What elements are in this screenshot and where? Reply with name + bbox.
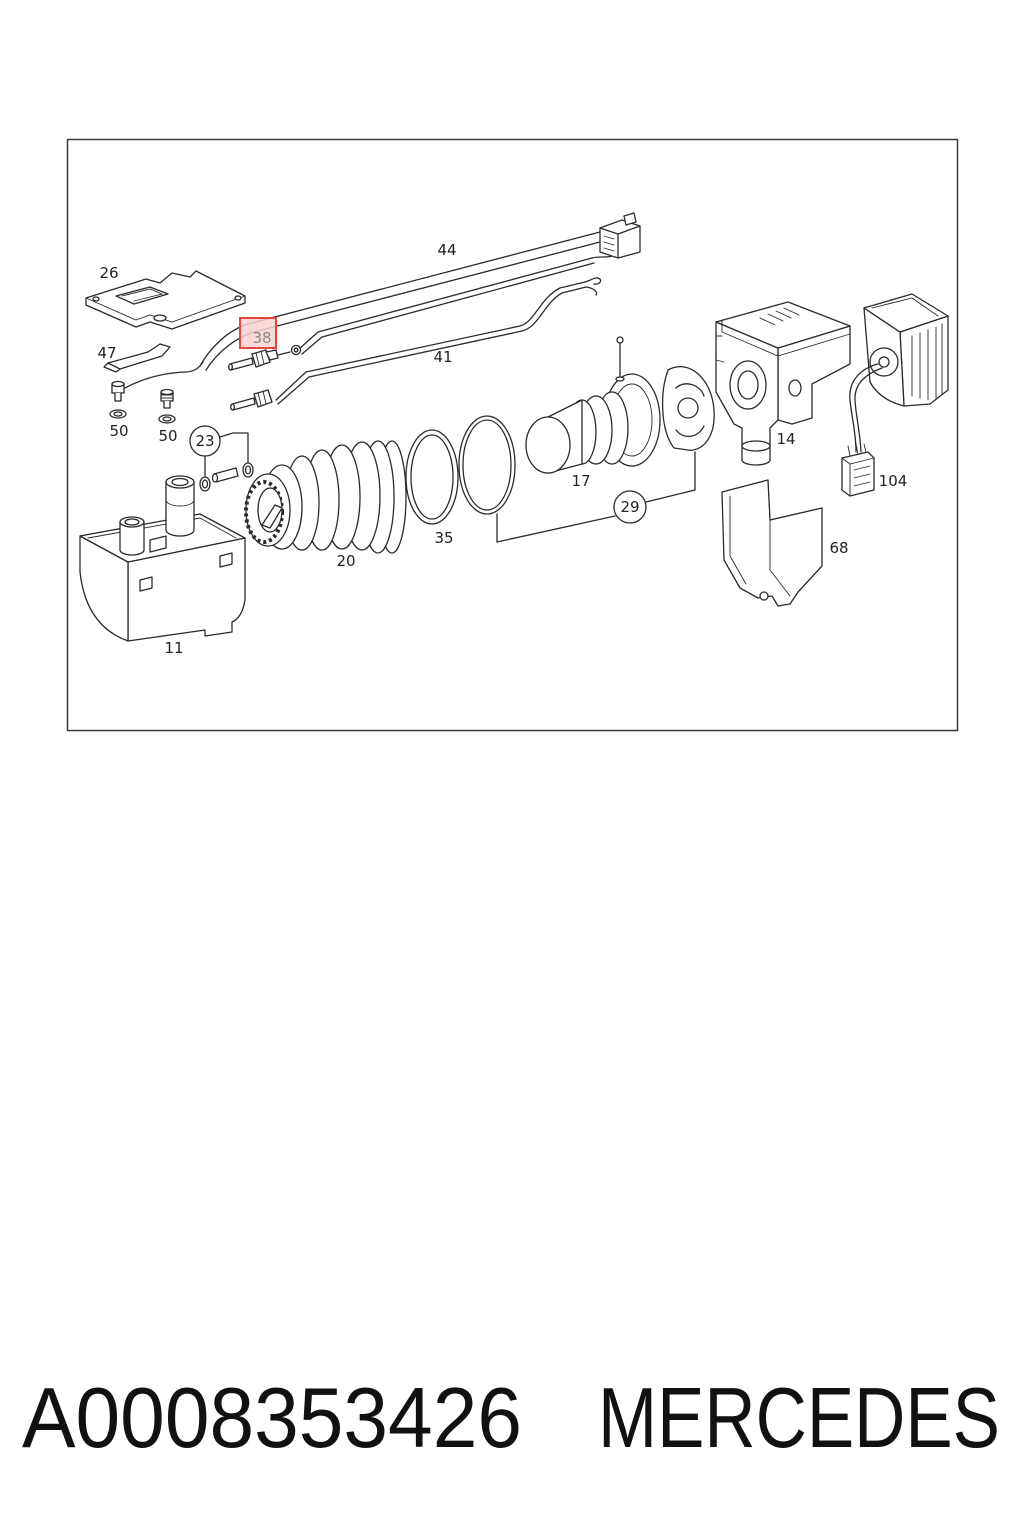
part-35-o-ring bbox=[405, 429, 459, 525]
part-23-seal-kit bbox=[189, 425, 254, 492]
callout-68: 68 bbox=[829, 539, 848, 557]
callout-44: 44 bbox=[437, 241, 456, 259]
part-38-sensor bbox=[228, 344, 302, 371]
callout-14: 14 bbox=[776, 430, 795, 448]
callout-11: 11 bbox=[164, 639, 183, 657]
harness-connector-plug bbox=[599, 212, 641, 259]
callout-104: 104 bbox=[879, 472, 908, 490]
part-26-cover-plate bbox=[85, 270, 246, 330]
callout-29-circle bbox=[613, 490, 647, 524]
part-17-combustion-tube bbox=[525, 336, 629, 474]
callout-47: 47 bbox=[97, 344, 116, 362]
callout-38: 38 bbox=[252, 329, 271, 347]
callout-20: 20 bbox=[336, 552, 355, 570]
gasket-plate bbox=[661, 366, 715, 451]
callout-38-highlight-box bbox=[239, 317, 277, 349]
part-104-fan-motor bbox=[849, 293, 949, 453]
part-50-screw-right bbox=[158, 388, 176, 424]
callout-26: 26 bbox=[99, 264, 118, 282]
callout-17: 17 bbox=[571, 472, 590, 490]
part-20-burner-body bbox=[244, 440, 407, 554]
part-50-screw-left bbox=[109, 380, 127, 419]
part-47-bracket bbox=[103, 343, 171, 373]
ground-wire bbox=[124, 361, 204, 389]
callout-35: 35 bbox=[434, 529, 453, 547]
callout-29-bracket bbox=[496, 451, 696, 543]
part-104-plug-connector bbox=[841, 443, 875, 497]
callout-41: 41 bbox=[433, 348, 452, 366]
callout-29: 29 bbox=[620, 498, 639, 516]
part-14-blower-housing bbox=[715, 301, 851, 466]
callout-50-right: 50 bbox=[158, 427, 177, 445]
part-number-caption: A0008353426 bbox=[22, 1371, 522, 1466]
part-11-heat-exchanger bbox=[79, 475, 246, 642]
part-68-cover bbox=[721, 479, 823, 607]
part-41-sensor-cable bbox=[275, 277, 602, 405]
brand-caption: MERCEDES bbox=[598, 1371, 1000, 1466]
callout-50-left: 50 bbox=[109, 422, 128, 440]
part-29-o-ring bbox=[458, 415, 516, 515]
callout-23-circle bbox=[189, 425, 221, 457]
sensor-lower bbox=[230, 389, 273, 411]
callout-23: 23 bbox=[195, 432, 214, 450]
